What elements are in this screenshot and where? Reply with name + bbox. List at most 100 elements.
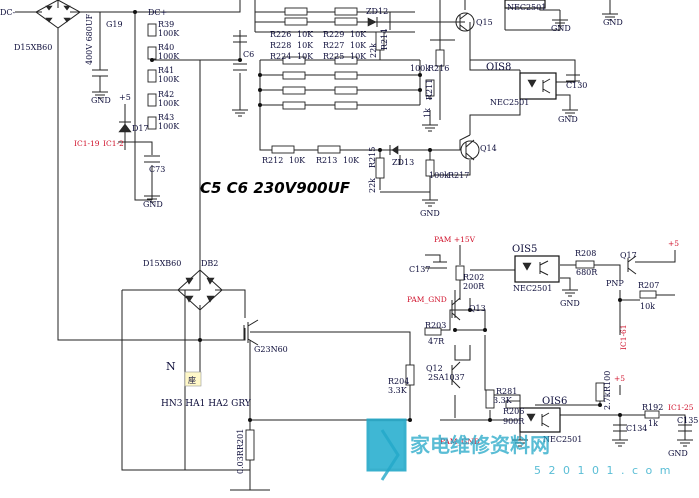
r229-label: R229 xyxy=(323,30,344,39)
r225-label: R225 xyxy=(323,52,344,61)
r39-value: 100K xyxy=(158,29,180,38)
r213-label: R213 xyxy=(316,156,337,165)
r281-value: 3.3K xyxy=(493,396,513,405)
igbt-label: G23N60 xyxy=(254,345,288,354)
r224-value: 10K xyxy=(297,52,314,61)
r224-label: R224 xyxy=(270,52,291,61)
r203-value: 47R xyxy=(428,337,445,346)
r192-value: 1k xyxy=(648,419,658,428)
r208-label: R208 xyxy=(575,249,596,258)
r192-label: R192 xyxy=(642,403,663,412)
r43-value: 100K xyxy=(158,122,180,131)
r227-label: R227 xyxy=(323,41,344,50)
labels-top: DC- DC+ D15XB60 G19 400V 680UF GND +5 D1… xyxy=(0,3,623,218)
c6-label: C6 xyxy=(243,50,254,59)
q12-type: 2SA1037 xyxy=(428,373,465,382)
dc-minus-label: DC- xyxy=(0,8,16,17)
ois5-label: OIS5 xyxy=(512,244,537,255)
r215-value: 22k xyxy=(368,178,377,193)
capacitor-note: C5 C6 230V900UF xyxy=(200,179,351,197)
r228-value: 10K xyxy=(297,41,314,50)
r41-label: R41 xyxy=(158,66,174,75)
r217-label: R217 xyxy=(448,171,469,180)
site-watermark: 家电维修资料网 5 2 0 1 0 1 . c o m xyxy=(366,418,672,481)
capacitors xyxy=(92,35,692,432)
ic1-2-label: IC1-2 xyxy=(103,139,124,148)
plus5-label-2: +5 xyxy=(668,239,679,248)
pam-gnd-label: PAM_GND xyxy=(407,295,447,304)
g19-label: G19 xyxy=(106,20,123,29)
watermark-url: 5 2 0 1 0 1 . c o m xyxy=(534,464,672,477)
r213-value: 10K xyxy=(343,156,360,165)
q13-label: Q13 xyxy=(469,304,486,313)
r100-value: 2.7k xyxy=(603,392,612,410)
r226-label: R226 xyxy=(270,30,291,39)
nec2501-a-label: NEC2501 xyxy=(507,3,546,12)
r40-label: R40 xyxy=(158,43,174,52)
labels-bottom: D15XB60 DB2 N 座 HN3 HA1 HA2 GRY G23N60 R… xyxy=(143,235,698,474)
diodes xyxy=(118,17,399,155)
optocouplers xyxy=(504,0,561,433)
db2-label: DB2 xyxy=(201,259,218,268)
r216-label: R216 xyxy=(428,64,449,73)
ground-symbols xyxy=(92,13,693,447)
gnd-label-1: GND xyxy=(91,96,111,105)
r228-label: R228 xyxy=(270,41,291,50)
q12-label: Q12 xyxy=(426,364,443,373)
c134-label: C134 xyxy=(626,424,647,433)
r201-label: R201 xyxy=(236,429,245,450)
r281-label: R281 xyxy=(496,387,517,396)
r211-value: 1k xyxy=(423,108,432,118)
ois6-label: OIS6 xyxy=(542,396,567,407)
r217-value: 100k xyxy=(429,171,449,180)
gnd-label-3: GND xyxy=(551,24,571,33)
transistors xyxy=(243,12,637,389)
r212-value: 10K xyxy=(289,156,306,165)
wires-label: HN3 HA1 HA2 GRY xyxy=(161,399,252,409)
plus5-label-3: +5 xyxy=(614,374,625,383)
zd13-label: ZD13 xyxy=(392,158,414,167)
pnp-label: PNP xyxy=(606,279,624,288)
n-marker-box: 座 xyxy=(188,375,196,385)
r41-value: 100K xyxy=(158,75,180,84)
r40-value: 100K xyxy=(158,52,180,61)
dc-plus-label: DC+ xyxy=(148,8,167,17)
resistor-array xyxy=(147,7,660,461)
r42-value: 100K xyxy=(158,99,180,108)
nec2501-c-label: NEC2501 xyxy=(513,284,552,293)
gnd-label-5: GND xyxy=(558,115,578,124)
pam15-label: PAM +15V xyxy=(434,235,476,244)
r43-label: R43 xyxy=(158,113,174,122)
watermark-chinese: 家电维修资料网 xyxy=(410,433,550,457)
r227-value: 10K xyxy=(350,41,367,50)
ic1-61-label: IC1-61 xyxy=(619,324,628,350)
bridge-rectifier-db2 xyxy=(177,269,223,311)
n-label: N xyxy=(166,360,176,373)
gnd-label-7: GND xyxy=(560,299,580,308)
c135-label: C135 xyxy=(677,416,698,425)
r214-label: R214 xyxy=(380,29,389,50)
r207-value: 10k xyxy=(640,302,655,311)
bridge2-label: D15XB60 xyxy=(143,259,181,268)
c137-label: C137 xyxy=(409,265,430,274)
r201-value: 0.03R xyxy=(236,449,245,474)
r225-value: 10K xyxy=(350,52,367,61)
r226-value: 10K xyxy=(297,30,314,39)
bottom-wiring xyxy=(121,245,686,491)
pam-gnd-label-2: PAM_GND xyxy=(440,437,480,446)
bridge1-label: D15XB60 xyxy=(14,43,52,52)
gnd-label-8: GND xyxy=(668,449,688,458)
r215-label: R215 xyxy=(368,147,377,168)
r212-label: R212 xyxy=(262,156,283,165)
gnd-label-6: GND xyxy=(420,209,440,218)
r204-value: 3.3K xyxy=(388,386,408,395)
ic1-25-label: IC1-25 xyxy=(668,403,694,412)
c130-label: C130 xyxy=(566,81,587,90)
r100-label: R100 xyxy=(603,371,612,392)
r204-label: R204 xyxy=(388,377,409,386)
r202-label: R202 xyxy=(463,273,484,282)
r203-label: R203 xyxy=(425,321,446,330)
r206-label: R206 xyxy=(503,407,524,416)
gnd-label-2: GND xyxy=(143,200,163,209)
